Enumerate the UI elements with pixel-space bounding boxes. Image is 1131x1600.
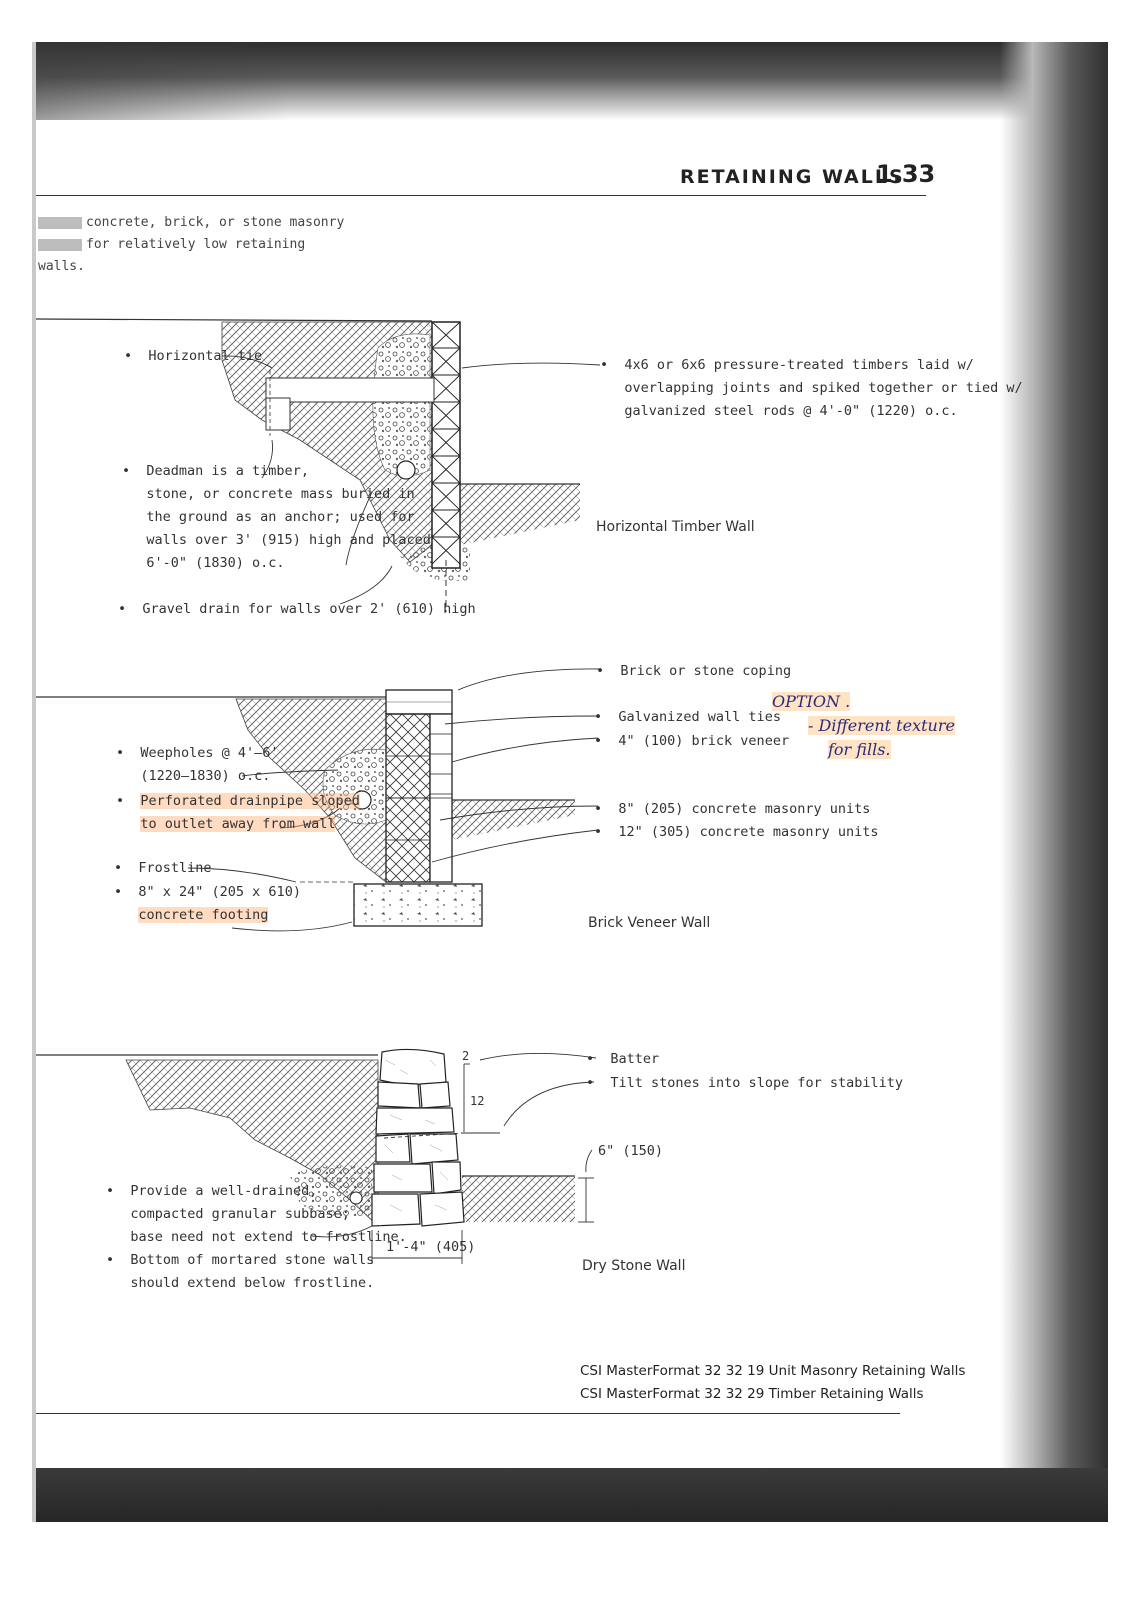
label-subbase: • Provide a well-drained, compacted gran…	[106, 1183, 407, 1245]
label-depth: 6" (150)	[598, 1143, 664, 1159]
note-line-3: for fills.	[828, 740, 891, 759]
label-timbers: • 4x6 or 6x6 pressure-treated timbers la…	[600, 357, 1023, 419]
intro-text: concrete, brick, or stone masonry for re…	[38, 212, 358, 278]
label-base-width: 1'-4" (405)	[386, 1239, 476, 1255]
footer-rule	[36, 1413, 900, 1414]
label-deadman: • Deadman is a timber, stone, or concret…	[122, 463, 431, 571]
label-coping: • Brick or stone coping	[596, 663, 792, 679]
scan-shadow-top-fade	[32, 42, 292, 120]
timber-wall-drawing	[35, 318, 601, 612]
section-title: RETAINING WALLS	[680, 166, 905, 188]
caption-brick-wall: Brick Veneer Wall	[588, 915, 711, 931]
scan-shadow-right	[1000, 42, 1108, 1520]
label-batter: • Batter	[586, 1051, 660, 1067]
label-wall-ties: • Galvanized wall ties	[594, 709, 781, 725]
caption-timber-wall: Horizontal Timber Wall	[596, 519, 755, 535]
label-frostline: • Frostline	[114, 860, 212, 876]
label-drainpipe: • Perforated drainpipe sloped to outlet …	[116, 793, 360, 832]
faded-text	[38, 238, 82, 251]
header-rule	[36, 195, 926, 196]
label-footing: • 8" x 24" (205 x 610) concrete footing	[114, 884, 301, 923]
csi-line-1: CSI MasterFormat 32 32 19 Unit Masonry R…	[580, 1363, 966, 1379]
label-gravel-drain: • Gravel drain for walls over 2' (610) h…	[118, 601, 476, 617]
label-cmu-8: • 8" (205) concrete masonry units	[594, 801, 871, 817]
label-mortared-walls: • Bottom of mortared stone walls should …	[106, 1252, 375, 1291]
label-batter-ratio-side: 12	[470, 1094, 485, 1108]
faded-text	[38, 216, 82, 229]
label-horizontal-tie: • Horizontal tie	[124, 348, 263, 364]
note-line-2: - Different texture	[808, 716, 955, 735]
intro-line-2: for relatively low retaining walls.	[38, 237, 306, 274]
handwritten-note: OPTION . - Different texture for fills.	[772, 690, 955, 762]
page-number: 1.33	[876, 160, 936, 188]
note-line-1: OPTION .	[772, 692, 851, 711]
scan-page-edge	[32, 42, 36, 1522]
brick-wall-drawing	[36, 668, 601, 932]
scan-shadow-bottom	[36, 1468, 1108, 1522]
label-tilt-stones: • Tilt stones into slope for stability	[586, 1075, 903, 1091]
stone-wall-drawing	[36, 1048, 597, 1264]
label-weepholes: • Weepholes @ 4'–6' (1220–1830) o.c.	[116, 745, 279, 784]
caption-stone-wall: Dry Stone Wall	[582, 1258, 686, 1274]
label-batter-ratio-top: 2	[462, 1049, 470, 1063]
intro-line-1: concrete, brick, or stone masonry	[86, 215, 345, 230]
csi-line-2: CSI MasterFormat 32 32 29 Timber Retaini…	[580, 1386, 924, 1402]
label-cmu-12: • 12" (305) concrete masonry units	[594, 824, 879, 840]
label-brick-veneer: • 4" (100) brick veneer	[594, 733, 790, 749]
csi-references: CSI MasterFormat 32 32 19 Unit Masonry R…	[580, 1360, 965, 1406]
